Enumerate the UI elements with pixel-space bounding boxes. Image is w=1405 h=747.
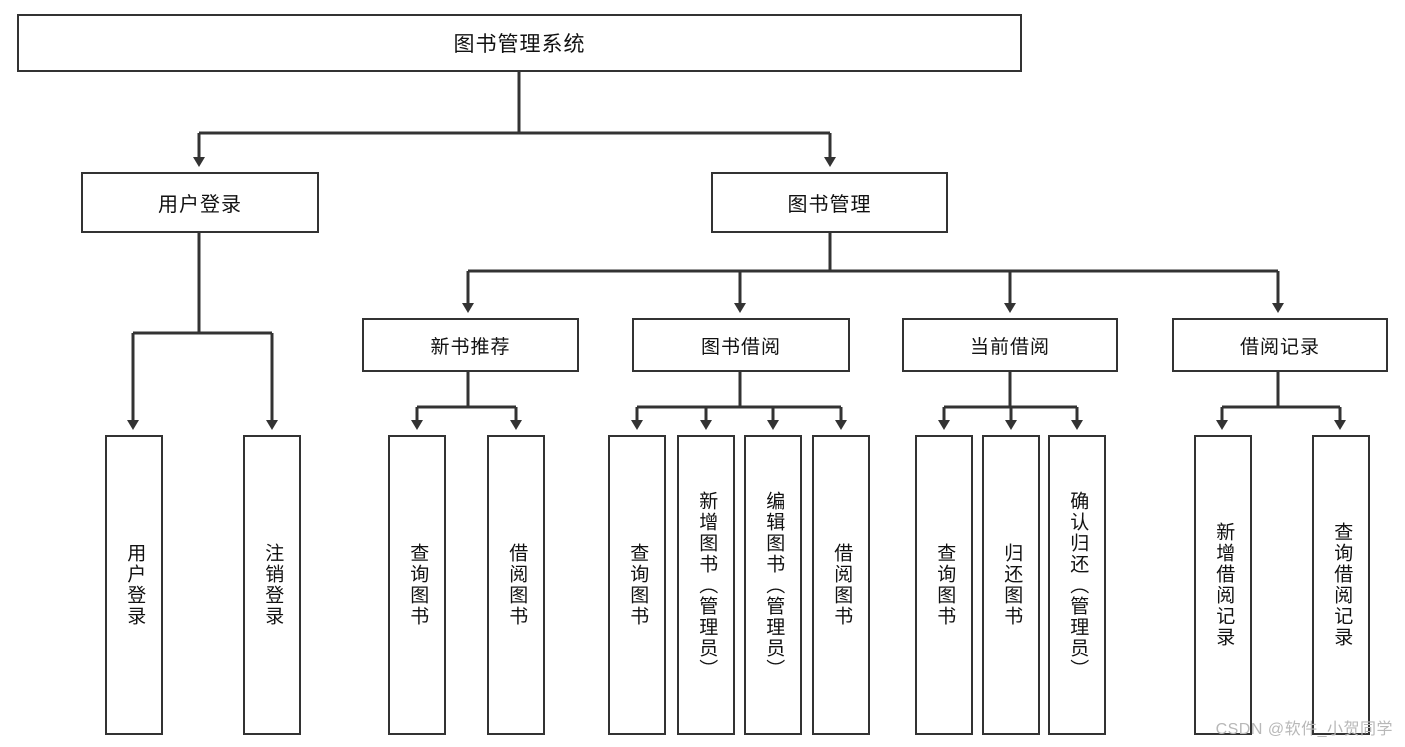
node-user-login[interactable]: 用户登录 xyxy=(81,172,319,233)
leaf-node[interactable]: 借阅图书 xyxy=(812,435,870,735)
leaf-node[interactable]: 编辑图书（管理员） xyxy=(744,435,802,735)
leaf-node-label: 编辑图书（管理员） xyxy=(763,490,785,680)
node-book-management-label: 图书管理 xyxy=(787,194,872,216)
leaf-node[interactable]: 查询图书 xyxy=(915,435,973,735)
leaf-node[interactable]: 查询图书 xyxy=(388,435,446,735)
node-new-book-recommend[interactable]: 新书推荐 xyxy=(362,318,579,372)
leaf-node[interactable]: 确认归还（管理员） xyxy=(1048,435,1106,735)
leaf-node[interactable]: 查询图书 xyxy=(608,435,666,735)
node-new-book-recommend-label: 新书推荐 xyxy=(430,336,511,358)
leaf-node[interactable]: 查询借阅记录 xyxy=(1312,435,1370,735)
leaf-node-label: 借阅图书 xyxy=(831,543,853,627)
leaf-node-label: 归还图书 xyxy=(1001,543,1023,627)
node-book-borrow[interactable]: 图书借阅 xyxy=(632,318,850,372)
leaf-node[interactable]: 借阅图书 xyxy=(487,435,545,735)
node-current-borrow-label: 当前借阅 xyxy=(969,336,1050,358)
leaf-node-label: 用户登录 xyxy=(124,543,146,627)
node-root[interactable]: 图书管理系统 xyxy=(17,14,1022,72)
leaf-node-label: 查询图书 xyxy=(934,543,956,627)
leaf-node-label: 新增借阅记录 xyxy=(1213,522,1235,648)
watermark: CSDN @软件_小贺同学 xyxy=(1215,721,1393,738)
node-root-label: 图书管理系统 xyxy=(453,33,586,56)
leaf-node[interactable]: 归还图书 xyxy=(982,435,1040,735)
leaf-node[interactable]: 新增借阅记录 xyxy=(1194,435,1252,735)
leaf-node-label: 查询图书 xyxy=(627,543,649,627)
node-borrow-record-label: 借阅记录 xyxy=(1239,336,1320,358)
leaf-node-label: 注销登录 xyxy=(262,543,284,627)
leaf-node[interactable]: 注销登录 xyxy=(243,435,301,735)
leaf-node-label: 借阅图书 xyxy=(506,543,528,627)
leaf-node-label: 确认归还（管理员） xyxy=(1067,490,1089,680)
node-borrow-record[interactable]: 借阅记录 xyxy=(1172,318,1388,372)
node-book-management[interactable]: 图书管理 xyxy=(711,172,948,233)
leaf-node[interactable]: 新增图书（管理员） xyxy=(677,435,735,735)
node-book-borrow-label: 图书借阅 xyxy=(700,336,781,358)
leaf-node-label: 查询图书 xyxy=(407,543,429,627)
leaf-node[interactable]: 用户登录 xyxy=(105,435,163,735)
leaf-node-label: 查询借阅记录 xyxy=(1331,522,1353,648)
node-user-login-label: 用户登录 xyxy=(158,194,242,216)
node-current-borrow[interactable]: 当前借阅 xyxy=(902,318,1118,372)
leaf-node-label: 新增图书（管理员） xyxy=(696,490,718,680)
